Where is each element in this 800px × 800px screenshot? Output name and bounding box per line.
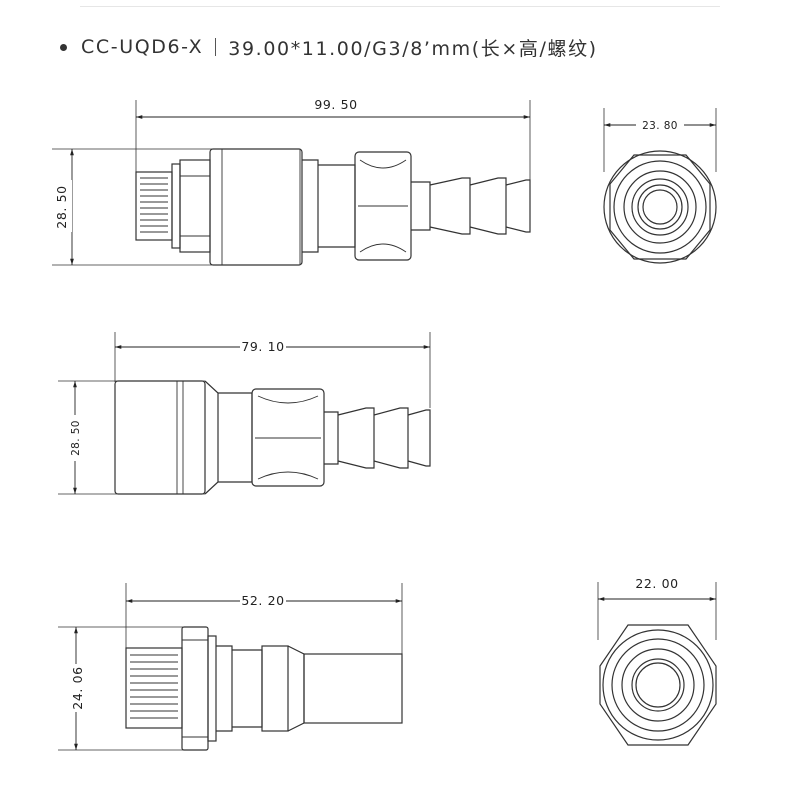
dim-height-3: 24. 06 — [70, 666, 85, 709]
separator — [215, 38, 217, 56]
top-divider — [80, 6, 720, 7]
thread-stub-3 — [125, 647, 183, 729]
spec-header: CC-UQD6-X 39.00*11.00/G3/8’mm(长×高/螺纹) — [60, 34, 598, 60]
dim-length-3: 52. 20 — [241, 593, 284, 608]
spec-label: 39.00*11.00/G3/8’mm(长×高/螺纹) — [228, 37, 598, 60]
model-label: CC-UQD6-X — [81, 36, 204, 58]
side-view-male-plug — [58, 583, 403, 751]
hex-nut-2 — [251, 388, 325, 487]
side-view-full-coupling — [52, 100, 531, 266]
dim-width-end-2: 22. 00 — [635, 576, 678, 591]
dim-length-1: 99. 50 — [314, 97, 357, 112]
dim-height-1: 28. 50 — [54, 185, 69, 228]
end-view-hex-2 — [597, 582, 717, 746]
dim-length-2: 79. 10 — [241, 339, 284, 354]
side-view-female-half — [58, 332, 431, 495]
hose-barb-2 — [324, 407, 431, 469]
dim-height-2: 28. 50 — [70, 420, 82, 456]
hose-barb-1 — [411, 177, 531, 235]
dim-width-end-1: 23. 80 — [642, 120, 678, 132]
thread-stub-1 — [135, 171, 173, 241]
hex-nut-1 — [354, 151, 412, 261]
bullet-dot — [60, 43, 67, 51]
